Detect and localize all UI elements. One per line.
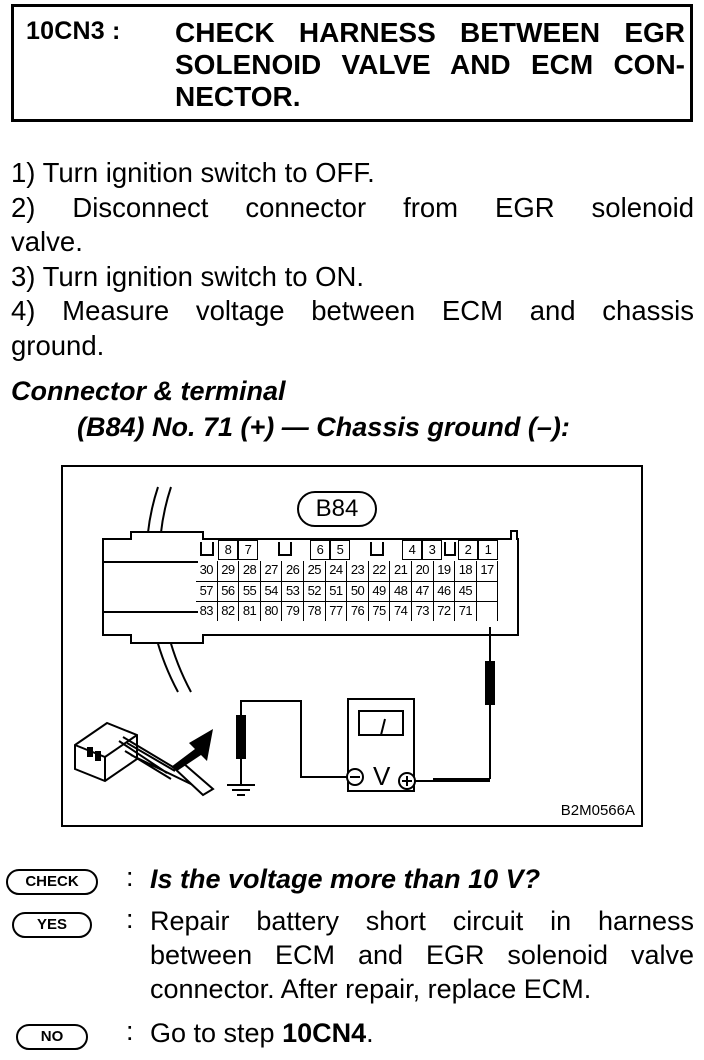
pin-cell: 5 [330, 540, 350, 560]
yes-answer-line: Repair battery short circuit in harness [150, 906, 694, 936]
no-answer-suffix: . [366, 1018, 374, 1048]
pin-cell: 26 [282, 561, 304, 581]
pin-cell: 77 [325, 601, 348, 621]
pin-cell: 79 [282, 601, 304, 621]
pin-cell: 47 [411, 581, 434, 601]
pin-blank [366, 540, 388, 560]
yes-colon: : [126, 904, 134, 934]
procedure-step-cont: ground. [11, 329, 105, 361]
pin-cell: 48 [390, 581, 412, 601]
pin-cell: 71 [455, 601, 477, 621]
pin-cell: 73 [411, 601, 434, 621]
pin-cell: 52 [303, 581, 326, 601]
yes-answer-line: connector. After repair, replace ECM. [150, 974, 592, 1004]
pin-blank [258, 540, 274, 560]
pin-cell: 19 [434, 561, 456, 581]
step-title: CHECK HARNESS BETWEEN EGR SOLENOID VALVE… [175, 17, 685, 113]
no-badge: NO [16, 1024, 88, 1050]
no-colon: : [126, 1016, 134, 1046]
pin-blank [196, 540, 218, 560]
connector-terminal-spec: (B84) No. 71 (+) — Chassis ground (–): [77, 412, 570, 442]
pin-cell: 20 [412, 561, 434, 581]
pin-cell: 8 [218, 540, 238, 560]
no-answer: Go to step 10CN4. [150, 1016, 694, 1050]
pin-cell: 54 [260, 581, 283, 601]
step-title-line: NECTOR. [175, 81, 301, 112]
pin-cell: 46 [433, 581, 456, 601]
diagram-drawing: V [74, 486, 519, 797]
pin-cell: 78 [303, 601, 326, 621]
step-title-line: SOLENOID VALVE AND ECM CON- [175, 49, 685, 80]
pin-cell: 82 [217, 601, 240, 621]
pin-cell: 3 [422, 540, 442, 560]
pin-cell: 6 [310, 540, 330, 560]
pin-cell: 74 [390, 601, 412, 621]
procedure-step-cont: valve. [11, 226, 83, 257]
pin-cell: 75 [368, 601, 391, 621]
pin-cell: 81 [239, 601, 261, 621]
pin-cell: 49 [368, 581, 391, 601]
pin-cell: 7 [238, 540, 258, 560]
step-title-line: CHECK HARNESS BETWEEN EGR [175, 17, 685, 48]
pin-cell: 50 [347, 581, 369, 601]
step-header-box: 10CN3 : CHECK HARNESS BETWEEN EGR SOLENO… [11, 4, 693, 122]
pin-cell: 27 [261, 561, 283, 581]
no-answer-step: 10CN4 [282, 1018, 367, 1048]
pin-cell: 30 [196, 561, 218, 581]
pin-cell: 57 [196, 581, 218, 601]
pin-blank [476, 601, 499, 621]
pin-cell: 53 [282, 581, 304, 601]
pin-cell: 83 [196, 601, 218, 621]
connector-label-b84: B84 [297, 491, 377, 527]
yes-answer: Repair battery short circuit in harness … [150, 904, 694, 1006]
check-question: Is the voltage more than 10 V? [150, 864, 541, 894]
voltmeter-symbol: V [373, 761, 391, 791]
pin-cell: 56 [217, 581, 240, 601]
pin-cell: 21 [390, 561, 412, 581]
pin-cell: 72 [433, 601, 456, 621]
pin-blank [476, 581, 499, 601]
pin-blank [274, 540, 296, 560]
pin-cell: 18 [455, 561, 477, 581]
pin-cell: 55 [239, 581, 261, 601]
pin-cell: 24 [326, 561, 348, 581]
pin-cell: 80 [260, 601, 283, 621]
pin-cell: 17 [477, 561, 499, 581]
pin-cell: 76 [347, 601, 369, 621]
pin-cell: 4 [402, 540, 422, 560]
measurement-diagram: V B84 8 7 6 5 4 3 2 1 [61, 465, 643, 827]
top-pin-row: 8 7 6 5 4 3 2 1 [196, 540, 498, 560]
pin-cell: 51 [325, 581, 348, 601]
no-answer-prefix: Go to step [150, 1018, 283, 1048]
procedure-steps: 1) Turn ignition switch to OFF. 2) Disco… [11, 156, 694, 363]
procedure-step: 4) Measure voltage between ECM and chass… [11, 295, 694, 326]
pin-cell: 25 [304, 561, 326, 581]
procedure-step: 2) Disconnect connector from EGR solenoi… [11, 191, 694, 223]
pin-cell: 23 [347, 561, 369, 581]
pin-blank [350, 540, 366, 560]
pin-cell: 1 [478, 540, 498, 560]
check-colon: : [126, 862, 134, 892]
pin-blank [442, 540, 458, 560]
pin-cell: 22 [369, 561, 391, 581]
yes-answer-line: between ECM and EGR solenoid valve [150, 940, 694, 970]
connector-terminal-heading: Connector & terminal [11, 376, 286, 406]
check-badge: CHECK [6, 869, 98, 895]
pin-cell: 29 [218, 561, 240, 581]
yes-badge: YES [12, 912, 92, 938]
step-id: 10CN3 : [26, 17, 121, 45]
pin-cell: 45 [455, 581, 477, 601]
pin-cell: 28 [239, 561, 261, 581]
pin-cell: 2 [458, 540, 478, 560]
procedure-step: 1) Turn ignition switch to OFF. [11, 157, 375, 188]
figure-code: B2M0566A [560, 802, 635, 819]
procedure-step: 3) Turn ignition switch to ON. [11, 260, 365, 292]
